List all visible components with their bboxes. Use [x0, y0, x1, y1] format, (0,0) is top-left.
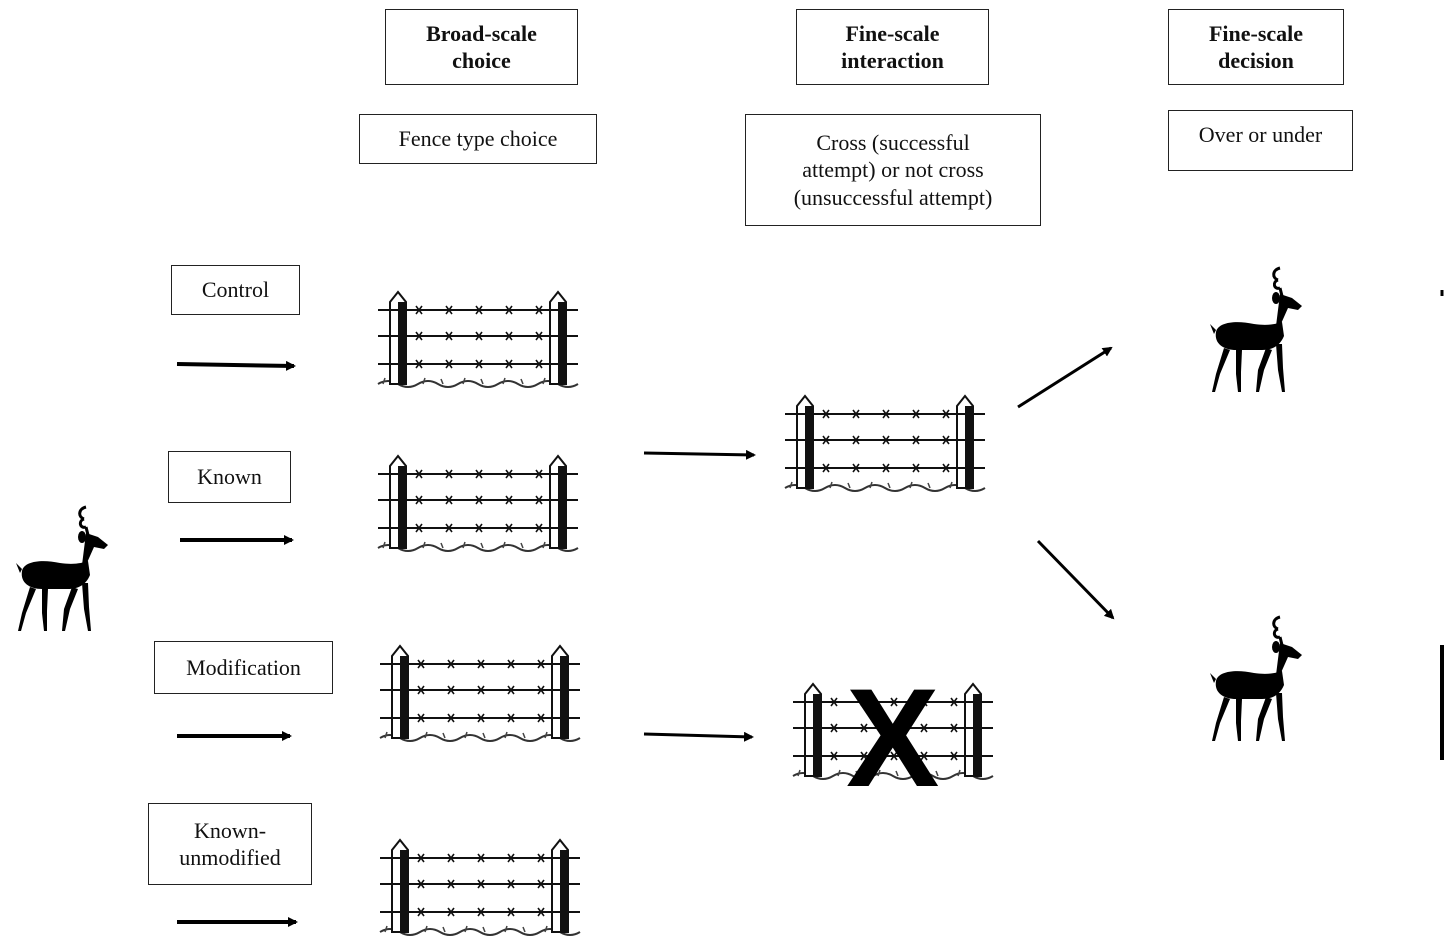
label-control: Control	[171, 265, 300, 315]
fence-icon	[379, 839, 581, 936]
subheader-over-or-under: Over or under	[1168, 110, 1353, 171]
fence-icon	[377, 455, 579, 552]
fence-icon	[379, 645, 581, 742]
subheader-fence-type-choice: Fence type choice	[359, 114, 597, 164]
fence-icon	[784, 395, 986, 492]
header-fine-scale-decision: Fine-scale decision	[1168, 9, 1344, 85]
fence-icon	[377, 291, 579, 388]
deer-icon	[1208, 266, 1304, 394]
label-modification: Modification	[154, 641, 333, 694]
x-mark: X	[846, 659, 940, 816]
deer-icon	[1208, 615, 1304, 743]
header-broad-scale-choice: Broad-scale choice	[385, 9, 578, 85]
label-known-unmodified: Known- unmodified	[148, 803, 312, 885]
header-fine-scale-interaction: Fine-scale interaction	[796, 9, 989, 85]
deer-icon	[14, 505, 110, 633]
subheader-cross-or-not: Cross (successful attempt) or not cross …	[745, 114, 1041, 226]
label-known: Known	[168, 451, 291, 503]
